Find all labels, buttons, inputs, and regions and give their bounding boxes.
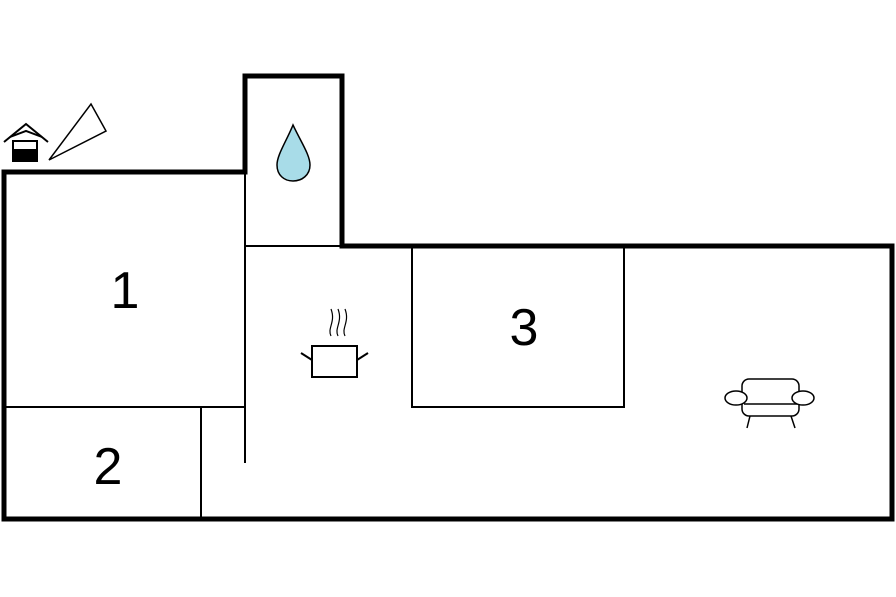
cooking-pot-icon <box>300 308 369 378</box>
north-arrow-icon <box>48 102 108 161</box>
sofa-icon <box>724 378 815 429</box>
interior-walls <box>4 172 625 519</box>
house-entrance-icon <box>3 122 49 162</box>
room-3-label: 3 <box>510 299 539 357</box>
room-3-outline <box>411 245 625 408</box>
room-1-label: 1 <box>111 262 140 320</box>
water-drop-icon <box>276 123 311 182</box>
room-2-label: 2 <box>94 438 123 496</box>
